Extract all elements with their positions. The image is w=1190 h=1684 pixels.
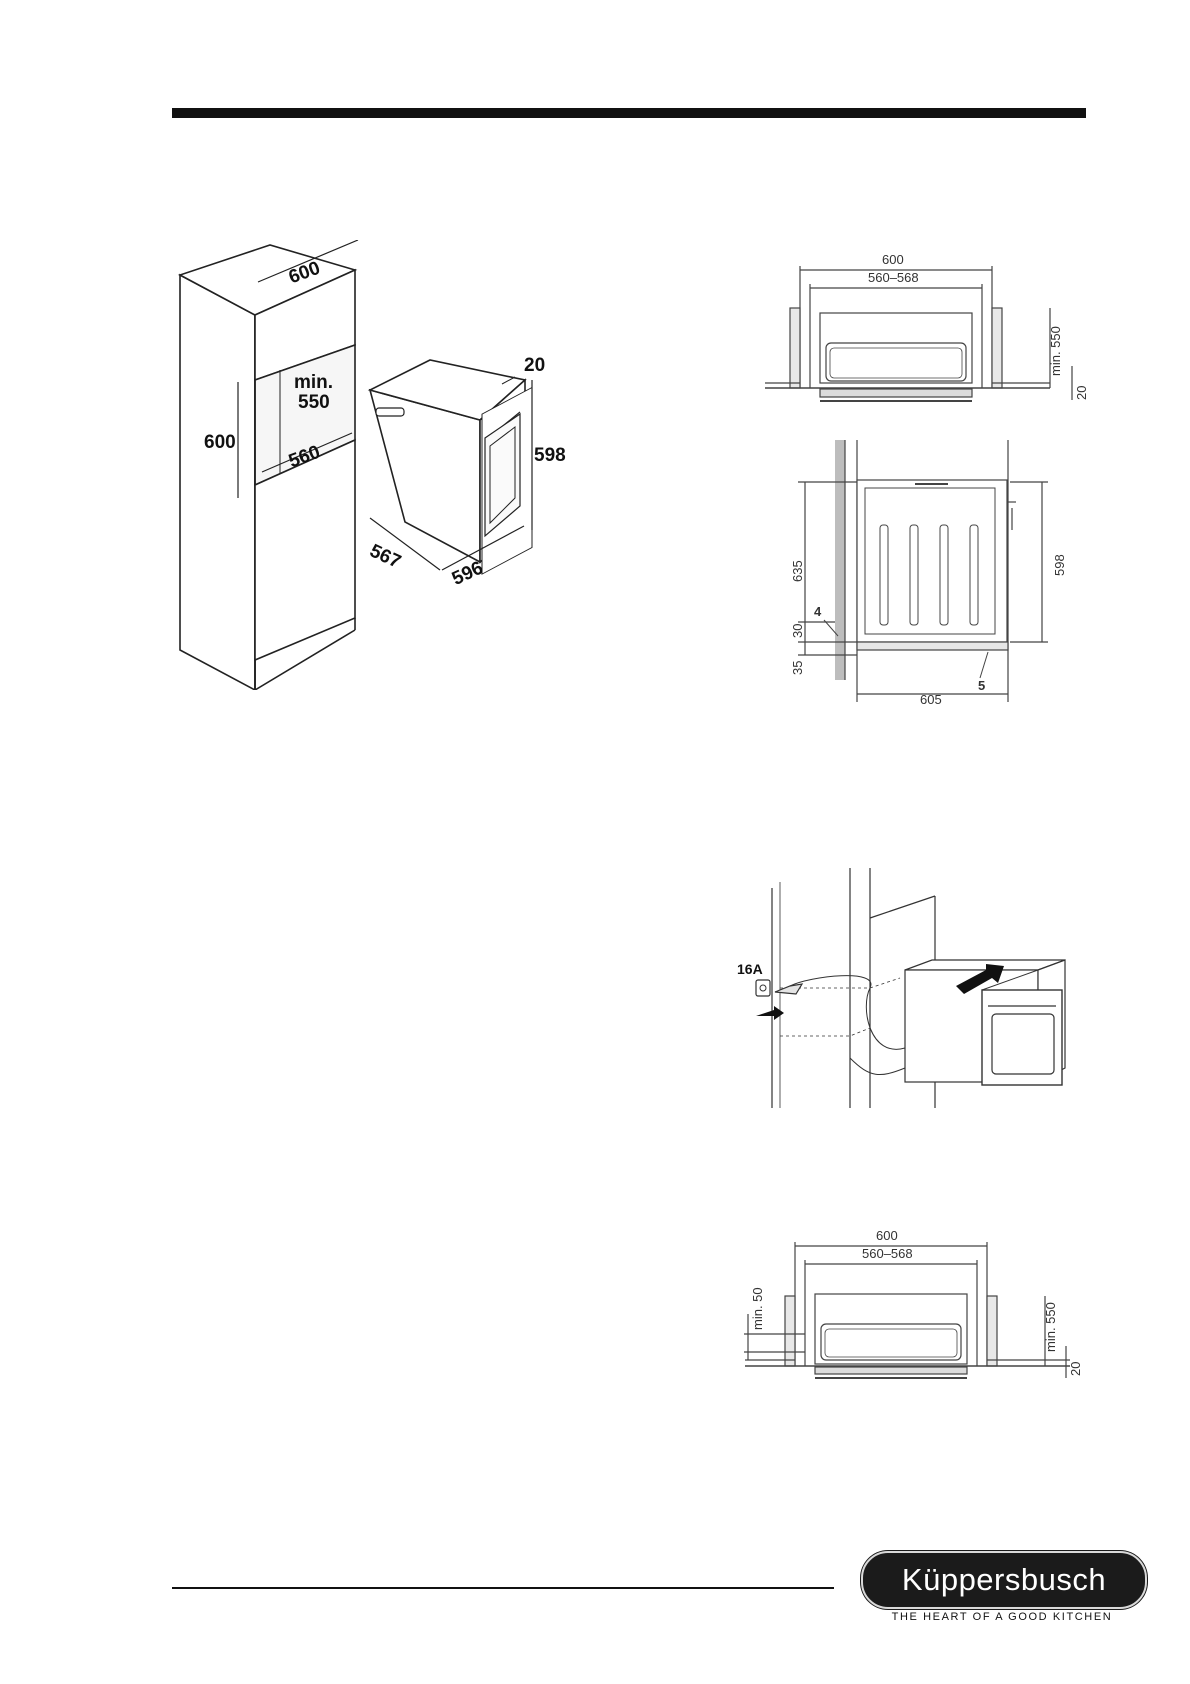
- dim-offset: 20: [1074, 386, 1089, 400]
- dim-niche-depth: min.550: [294, 372, 333, 413]
- brand-logo: Küppersbusch: [861, 1551, 1147, 1609]
- top-plan-diagram-2: 600 560–568 min. 50 min. 550 20: [740, 1226, 1090, 1386]
- dim-inner-width: 560–568: [868, 270, 919, 285]
- bottom-rule: [172, 1587, 834, 1589]
- callout-5: 5: [978, 678, 985, 693]
- dim-total-height: 635: [790, 560, 805, 582]
- brand-tagline: THE HEART OF A GOOD KITCHEN: [880, 1611, 1124, 1623]
- top-rule: [172, 108, 1086, 118]
- dim-side-min: min. 50: [750, 1287, 765, 1330]
- dim-niche-height: 600: [204, 432, 236, 453]
- brand-logo-text: Küppersbusch: [863, 1562, 1145, 1598]
- dim-oven-width: 596: [449, 558, 487, 590]
- top-plan-diagram-1: 600 560–568 min. 550 20: [760, 248, 1100, 408]
- dim-gap-30: 30: [790, 624, 805, 638]
- dim-depth-min: min. 550: [1048, 326, 1063, 376]
- dim-base-width: 605: [920, 692, 942, 707]
- dim-oven-depth: 567: [366, 541, 404, 573]
- dim-offset-2: 20: [1068, 1362, 1083, 1376]
- dim-oven-height: 598: [534, 445, 566, 466]
- dim-gap-35: 35: [790, 661, 805, 675]
- side-section-diagram: 635 30 35 4 5 598 605: [780, 440, 1080, 710]
- fuse-label: 16A: [737, 961, 763, 977]
- connection-diagram: 16A: [720, 868, 1080, 1118]
- dim-depth-min-2: min. 550: [1043, 1302, 1058, 1352]
- perspective-installation-diagram: 600 600 min.550 560 20 598 567 596: [170, 240, 590, 690]
- callout-4: 4: [814, 604, 822, 619]
- dim-oven-height-section: 598: [1052, 554, 1067, 576]
- dim-outer-width: 600: [882, 252, 904, 267]
- dim-inner-width-2: 560–568: [862, 1246, 913, 1261]
- dim-oven-offset: 20: [524, 355, 545, 376]
- dim-outer-width-2: 600: [876, 1228, 898, 1243]
